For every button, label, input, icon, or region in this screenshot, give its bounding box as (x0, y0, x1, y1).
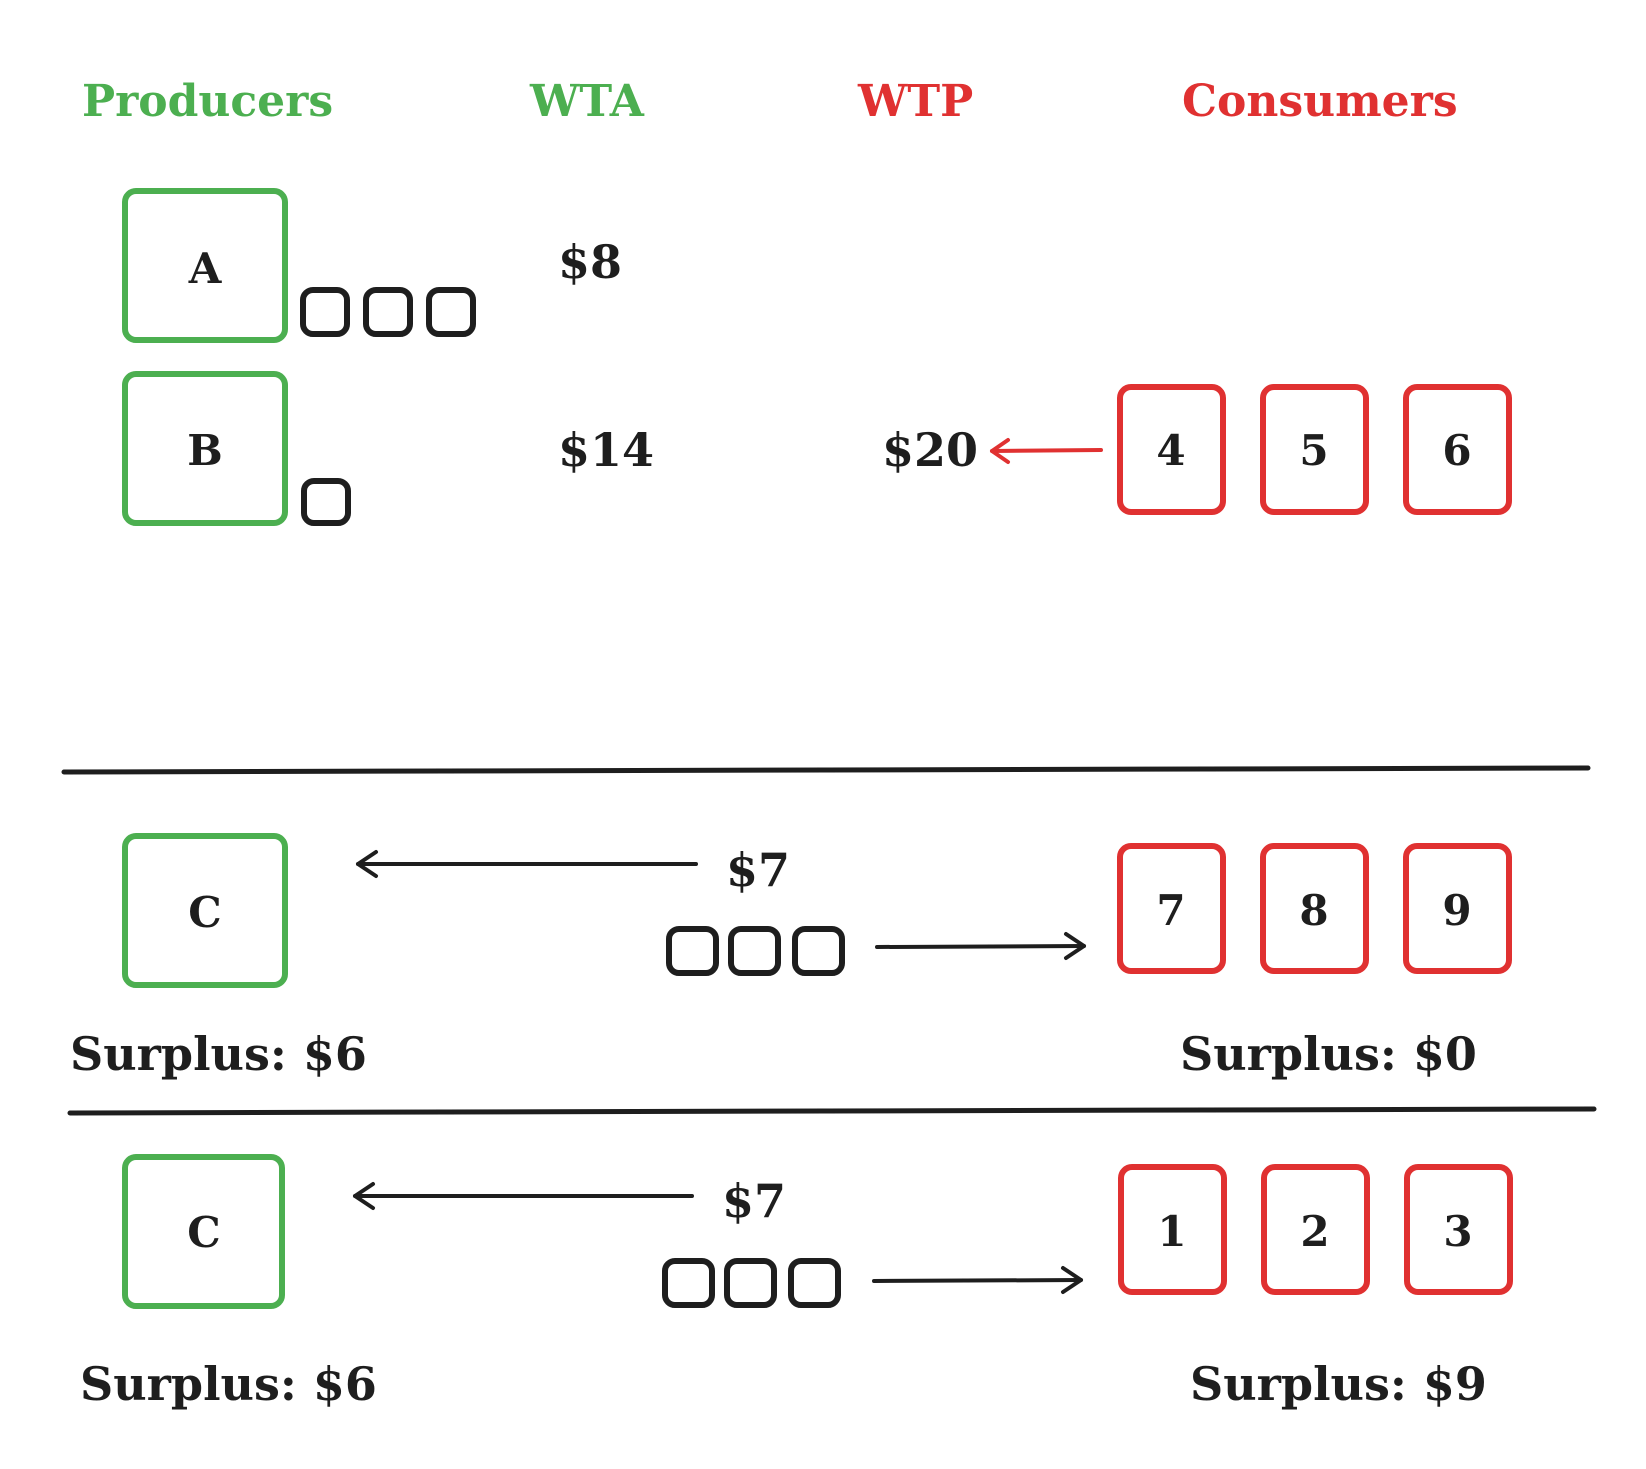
consumer-surplus: Surplus: $9 (1190, 1357, 1487, 1411)
producer-b-box (122, 371, 288, 526)
consumers-header: Consumers (1182, 76, 1458, 127)
consumer-box-5 (1260, 384, 1369, 515)
consumer-label: 1 (1157, 1207, 1186, 1256)
consumer-surplus: Surplus: $0 (1180, 1027, 1477, 1081)
producer-c-label: C (187, 1208, 220, 1257)
producer-surplus: Surplus: $6 (70, 1027, 367, 1081)
consumer-box-1 (1118, 1164, 1227, 1295)
consumer-label: 2 (1300, 1207, 1329, 1256)
consumer-box-2 (1261, 1164, 1370, 1295)
consumer-box-4 (1117, 384, 1226, 515)
unit-block (788, 1258, 841, 1308)
section-divider (61, 765, 1591, 775)
consumer-label: 5 (1299, 426, 1328, 475)
wta-header: WTA (529, 76, 645, 127)
unit-block (300, 287, 350, 337)
wtp-arrow-head (990, 438, 1010, 464)
consumer-label: 3 (1443, 1207, 1472, 1256)
goods-arrow-head (1064, 932, 1086, 960)
producers-header: Producers (82, 76, 333, 127)
unit-block (666, 926, 719, 976)
consumer-box-9 (1403, 843, 1512, 974)
producer-c-box (122, 1154, 285, 1309)
goods-arrow (875, 944, 1086, 949)
price-label: $7 (722, 1174, 786, 1228)
goods-arrow-head (1061, 1266, 1083, 1294)
consumer-label: 6 (1442, 426, 1471, 475)
money-arrow-head (356, 850, 378, 878)
unit-block (724, 1258, 777, 1308)
wtp-value: $20 (882, 423, 978, 477)
producer-b-wta: $14 (558, 423, 654, 477)
section-divider (67, 1106, 1597, 1116)
wtp-arrow (990, 448, 1103, 453)
unit-block (662, 1258, 715, 1308)
unit-block (363, 287, 413, 337)
producer-a-wta: $8 (558, 235, 622, 289)
unit-block (728, 926, 781, 976)
producer-surplus: Surplus: $6 (80, 1357, 377, 1411)
price-label: $7 (726, 843, 790, 897)
consumer-box-8 (1260, 843, 1369, 974)
unit-block (792, 926, 845, 976)
producer-a-label: A (188, 244, 223, 293)
consumer-label: 8 (1299, 886, 1328, 935)
producer-b-label: B (187, 426, 223, 475)
money-arrow-head (353, 1182, 375, 1210)
wtp-header: WTP (857, 76, 973, 127)
consumer-label: 4 (1156, 426, 1185, 475)
consumer-label: 7 (1156, 886, 1185, 935)
producer-c-box (122, 833, 288, 988)
consumer-box-6 (1403, 384, 1512, 515)
producer-c-label: C (188, 888, 221, 937)
unit-block (426, 287, 476, 337)
unit-block (301, 478, 351, 526)
consumer-box-3 (1404, 1164, 1513, 1295)
goods-arrow (872, 1278, 1083, 1283)
consumer-box-7 (1117, 843, 1226, 974)
consumer-label: 9 (1442, 886, 1471, 935)
producer-a-box (122, 188, 288, 343)
